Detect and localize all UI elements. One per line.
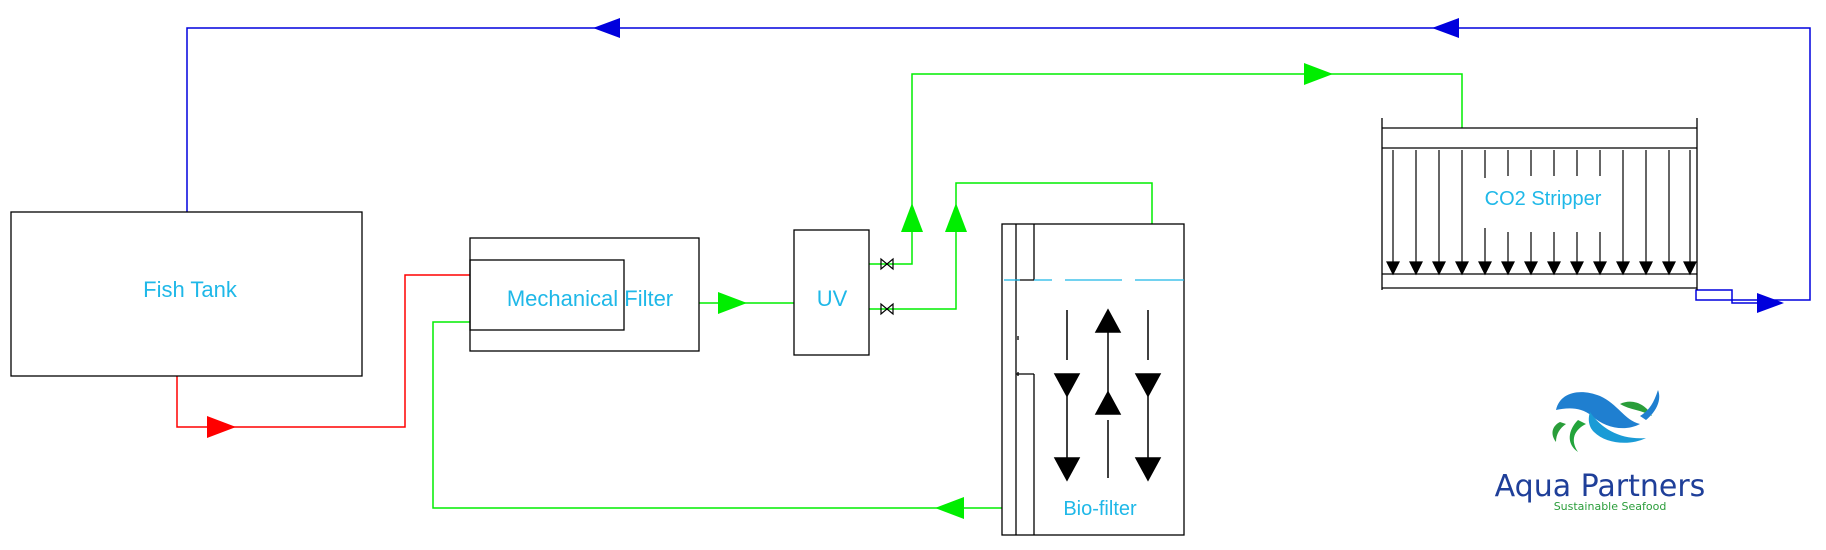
logo-tagline: Sustainable Seafood (1554, 500, 1667, 513)
clean-arrow-to-uv (718, 292, 747, 314)
clean-arrow-right (1304, 63, 1333, 85)
biofilter[interactable]: Bio-filter (1001, 223, 1185, 536)
uv-label: UV (817, 286, 848, 311)
clean-arrow-up-1 (901, 203, 923, 232)
logo-name: Aqua Partners (1495, 469, 1706, 504)
mechanical-filter[interactable]: Mechanical Filter (469, 237, 700, 352)
return-arrow-right (1757, 293, 1784, 313)
spray-arrows (1386, 150, 1697, 276)
waste-line (176, 274, 470, 428)
clean-line (432, 73, 1463, 509)
return-arrow-left-1 (593, 18, 620, 38)
aqua-partners-logo: Aqua Partners Sustainable Seafood (1495, 390, 1706, 513)
valve-icon[interactable] (880, 257, 894, 271)
clean-arrow-up-2 (945, 203, 967, 232)
co2-stripper[interactable]: CO2 Stripper (1381, 118, 1698, 290)
fish-tank-label: Fish Tank (143, 277, 238, 302)
fish-tank[interactable]: Fish Tank (10, 211, 363, 377)
return-line (186, 27, 1811, 304)
flow-arrows (1053, 308, 1162, 482)
uv-unit[interactable]: UV (793, 229, 870, 356)
fish-logo-icon (1552, 390, 1660, 452)
mechanical-filter-label: Mechanical Filter (507, 286, 673, 311)
return-arrow-left-2 (1432, 18, 1459, 38)
valve-icon[interactable] (880, 302, 894, 316)
biofilter-label: Bio-filter (1063, 498, 1137, 520)
waste-arrow (207, 416, 236, 438)
clean-arrow-left (935, 497, 964, 519)
co2-stripper-label: CO2 Stripper (1485, 188, 1602, 210)
